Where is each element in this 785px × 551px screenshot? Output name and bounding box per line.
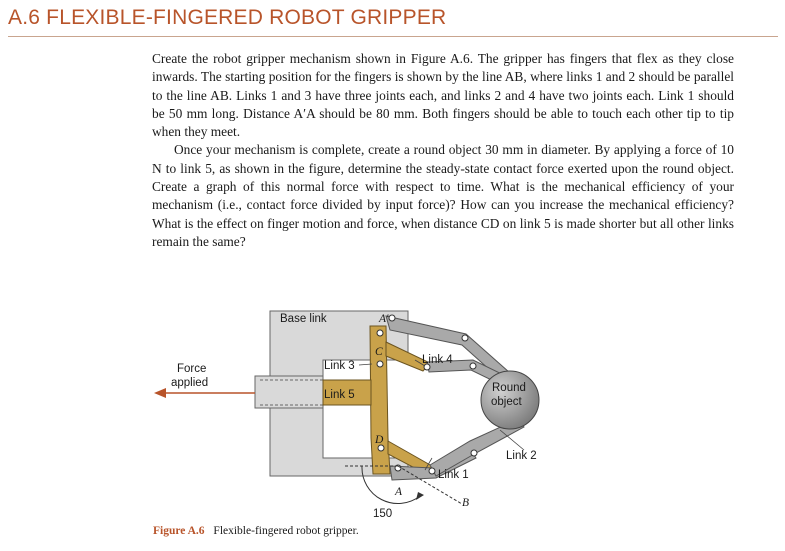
- label-b: B: [462, 497, 469, 509]
- label-base-link: Base link: [280, 313, 327, 325]
- paragraph-1: Create the robot gripper mechanism shown…: [152, 51, 734, 140]
- angle-arc: [361, 465, 421, 505]
- section-number: A.6: [8, 6, 41, 29]
- label-force-2: applied: [171, 377, 208, 389]
- caption-label: Figure A.6: [153, 525, 205, 537]
- section-heading: A.6 FLEXIBLE-FINGERED ROBOT GRIPPER: [8, 6, 778, 37]
- round-object: [480, 370, 540, 430]
- label-link-3: Link 3: [324, 360, 355, 372]
- body-text: Create the robot gripper mechanism shown…: [152, 50, 734, 251]
- gripper-figure: Base link Link 3 Link 5 Link 4 Link 1 Li…: [154, 310, 540, 520]
- label-angle: 150: [373, 508, 392, 520]
- label-d: D: [374, 434, 384, 446]
- label-c: C: [375, 346, 383, 358]
- figure-caption: Figure A.6 Flexible-fingered robot gripp…: [153, 525, 359, 537]
- force-arrow: [154, 388, 255, 398]
- label-force-1: Force: [177, 363, 206, 375]
- paragraph-2: Once your mechanism is complete, create …: [152, 142, 734, 249]
- label-a-prime: A′: [378, 313, 389, 325]
- label-link-2: Link 2: [506, 450, 537, 462]
- gold-link: [369, 325, 391, 475]
- label-link-5: Link 5: [324, 389, 355, 401]
- label-link-4: Link 4: [422, 354, 453, 366]
- caption-text: Flexible-fingered robot gripper.: [213, 525, 359, 537]
- line-ab: [397, 465, 463, 505]
- section-title: FLEXIBLE-FINGERED ROBOT GRIPPER: [46, 6, 447, 29]
- link-2: [429, 418, 525, 477]
- label-round-1: Round: [492, 382, 526, 394]
- label-link-1: Link 1: [438, 469, 469, 481]
- link-5: [254, 375, 324, 409]
- label-round-2: object: [491, 396, 522, 408]
- label-a: A: [394, 486, 403, 498]
